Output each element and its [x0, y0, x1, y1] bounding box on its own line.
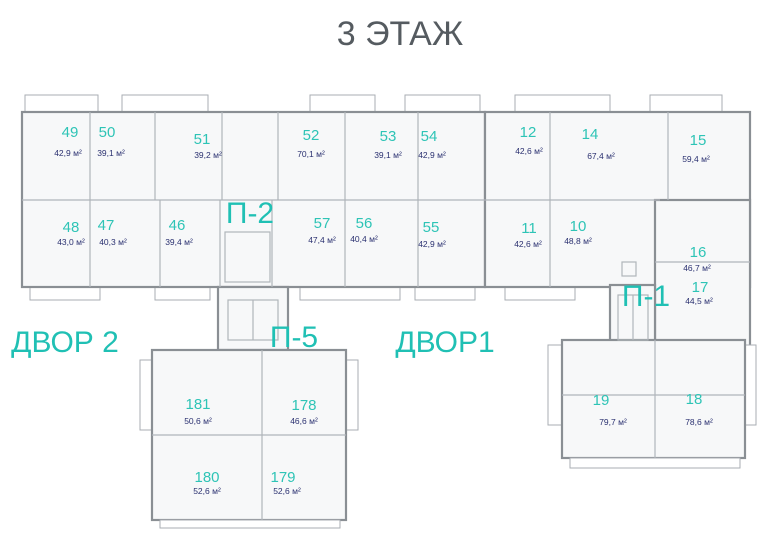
apartment: 181 50,6 м² — [184, 396, 212, 426]
apartment-number: 178 — [291, 397, 316, 414]
apartment-area: 42,9 м² — [418, 150, 446, 160]
apartment-area: 59,4 м² — [682, 154, 710, 164]
apartment: 49 42,9 м² — [54, 124, 82, 158]
apartment-number: 12 — [520, 124, 537, 141]
apartment-number: 53 — [380, 128, 397, 145]
apartment-number: 52 — [303, 127, 320, 144]
apartment: 19 79,7 м² — [593, 392, 627, 427]
apartment: 18 78,6 м² — [685, 391, 713, 427]
floor-title: 3 ЭТАЖ — [337, 15, 464, 53]
apartment: 46 39,4 м² — [165, 217, 193, 247]
apartment: 55 42,9 м² — [418, 219, 446, 249]
apartment: 179 52,6 м² — [270, 469, 300, 496]
apartment-area: 47,4 м² — [308, 235, 336, 245]
apartment-area: 67,4 м² — [587, 151, 615, 161]
apartment-area: 40,3 м² — [99, 237, 127, 247]
apartment-number: 48 — [63, 219, 80, 236]
apartment-number: 15 — [690, 132, 707, 149]
apartment: 47 40,3 м² — [98, 217, 127, 247]
apartment: 53 39,1 м² — [374, 128, 402, 160]
apartment-number: 46 — [169, 217, 186, 234]
apartment-area: 43,0 м² — [57, 237, 85, 247]
apartment-number: 179 — [270, 469, 295, 486]
apartment-area: 42,6 м² — [514, 239, 542, 249]
apartment-area: 70,1 м² — [297, 149, 325, 159]
apartment-number: 47 — [98, 217, 115, 234]
apartment: 54 42,9 м² — [418, 128, 446, 160]
apartment-number: 181 — [185, 396, 210, 413]
entrance-label-p1: П-1 — [622, 280, 670, 313]
apartment: 10 48,8 м² — [564, 218, 592, 246]
interior-walls — [22, 112, 750, 520]
apartment: 57 47,4 м² — [308, 215, 336, 245]
apartment: 11 42,6 м² — [514, 220, 542, 249]
apartment-area: 39,4 м² — [165, 237, 193, 247]
apartment: 12 42,6 м² — [515, 124, 543, 156]
apartment-number: 54 — [421, 128, 438, 145]
apartment-area: 78,6 м² — [685, 417, 713, 427]
apartment-number: 50 — [99, 124, 116, 141]
apartment-area: 46,6 м² — [290, 416, 318, 426]
apartment-area: 42,9 м² — [418, 239, 446, 249]
apartment-area: 52,6 м² — [273, 486, 301, 496]
apartment-area: 48,8 м² — [564, 236, 592, 246]
apartment-number: 19 — [593, 392, 610, 409]
apartment-area: 52,6 м² — [193, 486, 221, 496]
apartment-number: 17 — [692, 279, 709, 296]
apartment-area: 44,5 м² — [685, 296, 713, 306]
apartment-area: 46,7 м² — [683, 263, 711, 273]
apartment-number: 16 — [690, 244, 707, 261]
apartment: 16 46,7 м² — [683, 244, 711, 273]
apartment-number: 180 — [194, 469, 219, 486]
apartment: 180 52,6 м² — [193, 469, 221, 496]
apartment-number: 18 — [686, 391, 703, 408]
courtyard-label-dvor1: ДВОР1 — [395, 326, 494, 359]
apartment: 56 40,4 м² — [350, 215, 378, 244]
apartment: 15 59,4 м² — [682, 132, 710, 164]
apartment-area: 39,2 м² — [194, 150, 222, 160]
apartment: 52 70,1 м² — [297, 127, 325, 159]
apartment-number: 14 — [582, 126, 599, 143]
apartment: 178 46,6 м² — [290, 397, 318, 426]
apartment-area: 79,7 м² — [599, 417, 627, 427]
apartment-number: 11 — [521, 220, 537, 237]
apartment: 51 39,2 м² — [194, 131, 222, 160]
apartment-number: 55 — [423, 219, 440, 236]
apartment-area: 40,4 м² — [350, 234, 378, 244]
apartment: 50 39,1 м² — [97, 124, 125, 158]
courtyard-label-dvor2: ДВОР 2 — [11, 326, 119, 359]
entrance-label-p2: П-2 — [226, 197, 274, 230]
apartment-area: 42,9 м² — [54, 148, 82, 158]
apartment: 14 67,4 м² — [582, 126, 615, 161]
apartment: 48 43,0 м² — [57, 219, 85, 247]
apartment: 17 44,5 м² — [685, 279, 713, 306]
entrance-label-p5: П-5 — [270, 321, 318, 354]
apartment-area: 39,1 м² — [374, 150, 402, 160]
apartment-number: 49 — [62, 124, 79, 141]
apartment-area: 39,1 м² — [97, 148, 125, 158]
apartment-area: 42,6 м² — [515, 146, 543, 156]
apartment-number: 51 — [194, 131, 211, 148]
apartment-number: 57 — [314, 215, 331, 232]
apartment-number: 56 — [356, 215, 373, 232]
apartment-number: 10 — [570, 218, 587, 235]
apartment-area: 50,6 м² — [184, 416, 212, 426]
